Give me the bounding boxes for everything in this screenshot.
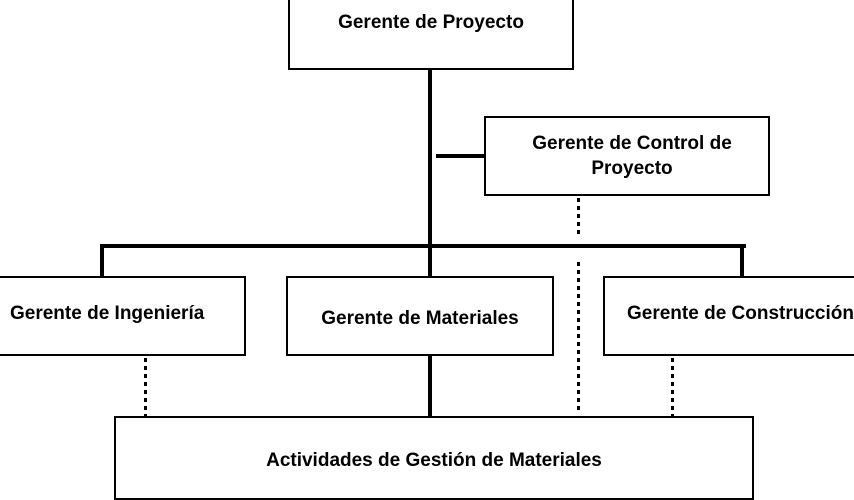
project-control-manager-label-line2: Proyecto (591, 158, 673, 179)
construction-drop-line (740, 244, 744, 276)
engineering-dotted-line (144, 358, 147, 416)
project-manager-label: Gerente de Proyecto (338, 12, 524, 33)
control-dotted-line-upper (577, 198, 580, 236)
materials-management-activities-box: Actividades de Gestión de Materiales (114, 416, 754, 500)
control-branch-line (436, 154, 494, 158)
engineering-manager-label: Gerente de Ingeniería (10, 302, 205, 324)
construction-dotted-line (671, 358, 674, 416)
engineering-manager-box: Gerente de Ingeniería (0, 276, 246, 356)
construction-manager-label: Gerente de Construcción (627, 302, 854, 324)
engineering-drop-line (100, 244, 104, 276)
materials-to-activities-line (428, 356, 432, 416)
materials-management-activities-label: Actividades de Gestión de Materiales (266, 450, 602, 471)
project-manager-box: Gerente de Proyecto (288, 0, 574, 70)
construction-manager-box: Gerente de Construcción (603, 276, 854, 356)
materials-manager-box: Gerente de Materiales (286, 276, 554, 356)
project-control-manager-box: Gerente de Control de Proyecto (484, 116, 770, 196)
control-dotted-line-lower (577, 262, 580, 412)
project-control-manager-label-line1: Gerente de Control de (532, 133, 732, 154)
materials-manager-label: Gerente de Materiales (321, 307, 519, 329)
trunk-line (428, 70, 432, 278)
manager-bus-line (100, 244, 746, 248)
